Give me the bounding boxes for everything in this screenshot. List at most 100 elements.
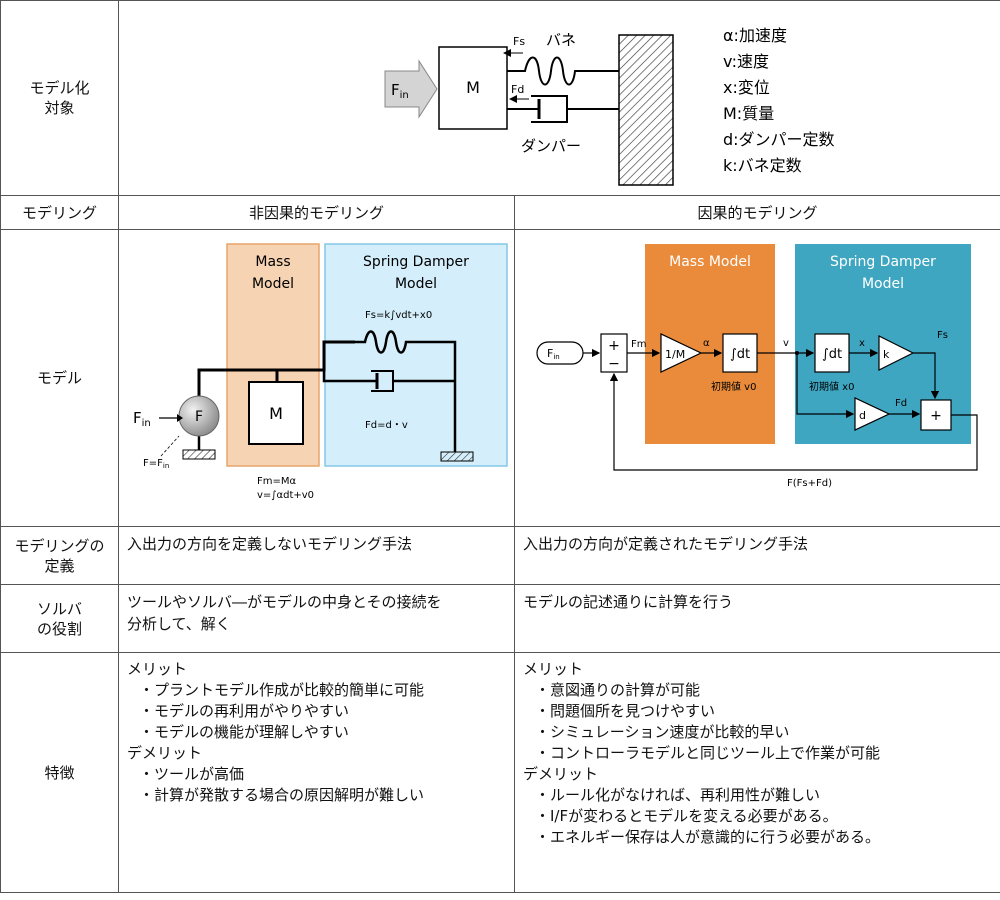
f-equation: F=Fin (143, 458, 169, 470)
mass-box-title: Model (252, 276, 294, 292)
fm-equation: Fm=Mα (257, 476, 297, 487)
sum-minus: − (608, 356, 620, 372)
alpha-label: α (703, 338, 710, 349)
row-label-target: モデル化 対象 (0, 0, 119, 196)
label-line: 定義 (44, 556, 75, 575)
demerit-item: ・計算が発散する場合の原因解明が難しい (139, 786, 425, 804)
row-label-model: モデル (0, 229, 119, 527)
fin-label: Fin (547, 347, 560, 361)
acausal-definition: 入出力の方向を定義しないモデリング手法 (118, 526, 515, 585)
sd-box-title: Model (395, 276, 437, 292)
fs-label: Fs (513, 35, 525, 48)
causal-definition: 入出力の方向が定義されたモデリング手法 (514, 526, 1000, 585)
demerit-title: デメリット (127, 744, 203, 762)
row-label-modeling: モデリング (0, 195, 119, 230)
integrator-label: ∫dt (730, 347, 750, 362)
row-solver: ソルバ の役割 ツールやソルバ―がモデルの中身とその接続を 分析して、解く モデ… (0, 584, 1000, 653)
causal-model-cell: Mass Model Spring Damper Model Fin + − F… (514, 229, 1000, 527)
mass-label: M (269, 404, 283, 423)
wire (197, 368, 277, 406)
wire (322, 356, 355, 383)
integrator-label: ∫dt (822, 347, 842, 362)
text-line: ツールやソルバ―がモデルの中身とその接続を (127, 593, 442, 611)
spring-damper-model-box (324, 243, 508, 467)
row-features: 特徴 メリット ・プラントモデル作成が比較的簡単に可能 ・モデルの再利用がやりや… (0, 652, 1000, 893)
d-gain-block (854, 397, 891, 431)
mass-label: M (466, 78, 480, 97)
spring-symbol (507, 56, 619, 86)
row-label-features: 特徴 (0, 652, 119, 893)
fd-equation: Fd=d・v (365, 420, 408, 431)
force-source-label: F (195, 409, 203, 425)
init-x-label: 初期値 x0 (809, 380, 854, 393)
signal-line (913, 352, 940, 400)
target-cell: Fin M バネ Fs ダンパー Fd (118, 0, 1000, 196)
gain-label: 1/M (665, 348, 685, 361)
merit-item: ・意図通りの計算が可能 (535, 681, 701, 699)
legend-item: α:加速度 (723, 26, 787, 45)
merit-item: ・モデルの機能が理解しやすい (139, 723, 349, 741)
ground-left (182, 449, 216, 460)
fin-label: Fin (133, 409, 151, 429)
merit-item: ・シミュレーション速度が比較的早い (535, 723, 790, 741)
target-diagram: Fin M バネ Fs ダンパー Fd (384, 26, 835, 186)
feedback-line (609, 372, 978, 471)
mass-box-title: Mass (255, 254, 290, 270)
merit-title: メリット (127, 660, 188, 678)
sum-block (600, 333, 628, 373)
fd-label: Fd (895, 398, 907, 409)
merit-item: ・モデルの再利用がやりやすい (139, 702, 350, 720)
causal-header: 因果的モデリング (514, 195, 1000, 230)
merit-item: ・問題個所を見つけやすい (535, 702, 716, 720)
fin-arrowhead (177, 414, 183, 422)
causal-model-diagram: Mass Model Spring Damper Model Fin + − F… (536, 244, 978, 489)
x-label: x (859, 338, 865, 349)
sum-plus: + (608, 338, 620, 354)
acausal-features: メリット ・プラントモデル作成が比較的簡単に可能 ・モデルの再利用がやりやすい … (118, 652, 515, 893)
feedback-label: F(Fs+Fd) (787, 478, 832, 489)
sum-fs-fd (920, 399, 952, 431)
mass-block (438, 46, 508, 130)
sd-box-title: Spring Damper (830, 254, 936, 270)
fin-inport (536, 341, 584, 365)
demerit-item: ・ルール化がなければ、再利用性が難しい (535, 786, 821, 804)
acausal-solver: ツールやソルバ―がモデルの中身とその接続を 分析して、解く (118, 584, 515, 653)
demerit-title: デメリット (523, 765, 599, 783)
causal-solver: モデルの記述通りに計算を行う (514, 584, 1000, 653)
spring-label: バネ (546, 31, 576, 49)
label-line: の役割 (36, 619, 82, 638)
row-modeling-header: モデリング 非因果的モデリング 因果的モデリング (0, 195, 1000, 230)
legend-item: d:ダンパー定数 (723, 130, 835, 149)
merit-title: メリット (523, 660, 584, 678)
causal-features: メリット ・意図通りの計算が可能 ・問題個所を見つけやすい ・シミュレーション速… (514, 652, 1000, 893)
row-label-solver: ソルバ の役割 (0, 584, 119, 653)
v-equation: v=∫αdt+v0 (257, 490, 314, 501)
branch-point (795, 351, 799, 355)
integrator-x (814, 333, 850, 373)
label-line: モデル化 (29, 79, 90, 97)
mass-block (248, 381, 304, 445)
label-line: ソルバ (36, 599, 82, 618)
merit-item: ・プラントモデル作成が比較的簡単に可能 (139, 681, 425, 699)
acausal-model-diagram: Mass Model Spring Damper Model Fs=k∫vdt+… (133, 243, 508, 501)
text-line: 分析して、解く (127, 615, 231, 633)
acausal-model-cell: Mass Model Spring Damper Model Fs=k∫vdt+… (118, 229, 515, 527)
fd-label: Fd (511, 83, 524, 96)
row-model: モデル Mass Model Spring Damper Model Fs=k∫… (0, 229, 1000, 527)
fin-arrow (384, 59, 438, 119)
row-target: モデル化 対象 Fin (0, 0, 1000, 196)
sd-box-title: Model (862, 276, 904, 292)
demerit-item: ・ツールが高価 (139, 765, 245, 783)
d-label: d (859, 409, 866, 422)
symbol-legend: α:加速度 v:速度 x:変位 M:質量 d:ダンパー定数 k:バネ定数 (723, 26, 835, 175)
leader-line (160, 435, 180, 457)
sd-box-title: Spring Damper (363, 254, 469, 270)
mass-box-title: Mass Model (669, 254, 751, 270)
legend-item: k:バネ定数 (723, 156, 802, 175)
demerit-item: ・エネルギー保存は人が意識的に行う必要がある。 (535, 828, 881, 846)
ground-right (440, 451, 474, 462)
k-gain-block (878, 335, 915, 371)
damper-label: ダンパー (521, 137, 581, 155)
